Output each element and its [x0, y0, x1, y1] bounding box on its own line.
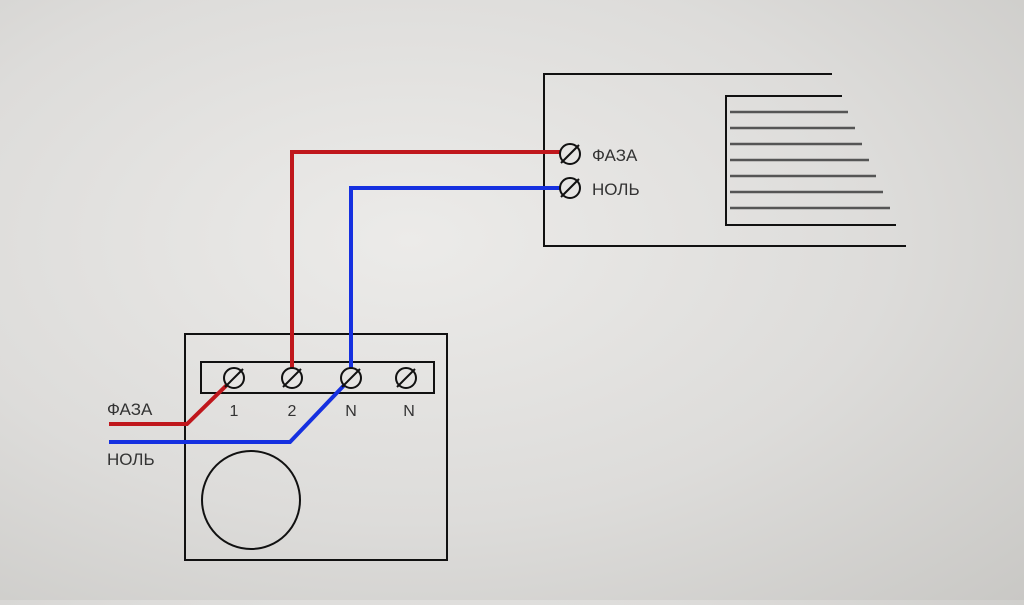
neutral-wire-input: [109, 376, 353, 444]
thermostat-terminals: 1 2 N N: [223, 367, 417, 420]
terminal-number-label: N: [403, 403, 415, 420]
terminal-screw-icon: [340, 367, 362, 389]
neutral-wire-output: [349, 186, 570, 378]
phase-wire-input: [109, 376, 236, 426]
terminal-block: [200, 361, 435, 394]
heater-terminals: ФАЗА НОЛЬ: [559, 143, 640, 199]
terminal-screw-icon: [559, 143, 581, 165]
terminal-screw-icon: [559, 177, 581, 199]
heater-body: [543, 73, 906, 247]
thermostat-knob: [201, 450, 301, 550]
heater-grille: [725, 95, 896, 226]
grille-outline: [725, 95, 896, 226]
heater-unit: [543, 73, 906, 247]
terminal-number-label: 1: [230, 403, 239, 420]
terminal-number-label: N: [345, 403, 357, 420]
heater-neutral-label: НОЛЬ: [592, 180, 640, 199]
terminal-screw-icon: [223, 367, 245, 389]
heater-phase-label: ФАЗА: [592, 146, 638, 165]
wires: [109, 150, 570, 444]
terminal-number-label: 2: [288, 403, 297, 420]
thermostat-body: [184, 333, 448, 561]
terminal-screw-icon: [281, 367, 303, 389]
thermostat-unit: [184, 333, 448, 561]
phase-wire-output: [290, 150, 570, 378]
input-phase-label: ФАЗА: [107, 400, 153, 419]
terminal-screw-icon: [395, 367, 417, 389]
input-neutral-label: НОЛЬ: [107, 450, 155, 469]
